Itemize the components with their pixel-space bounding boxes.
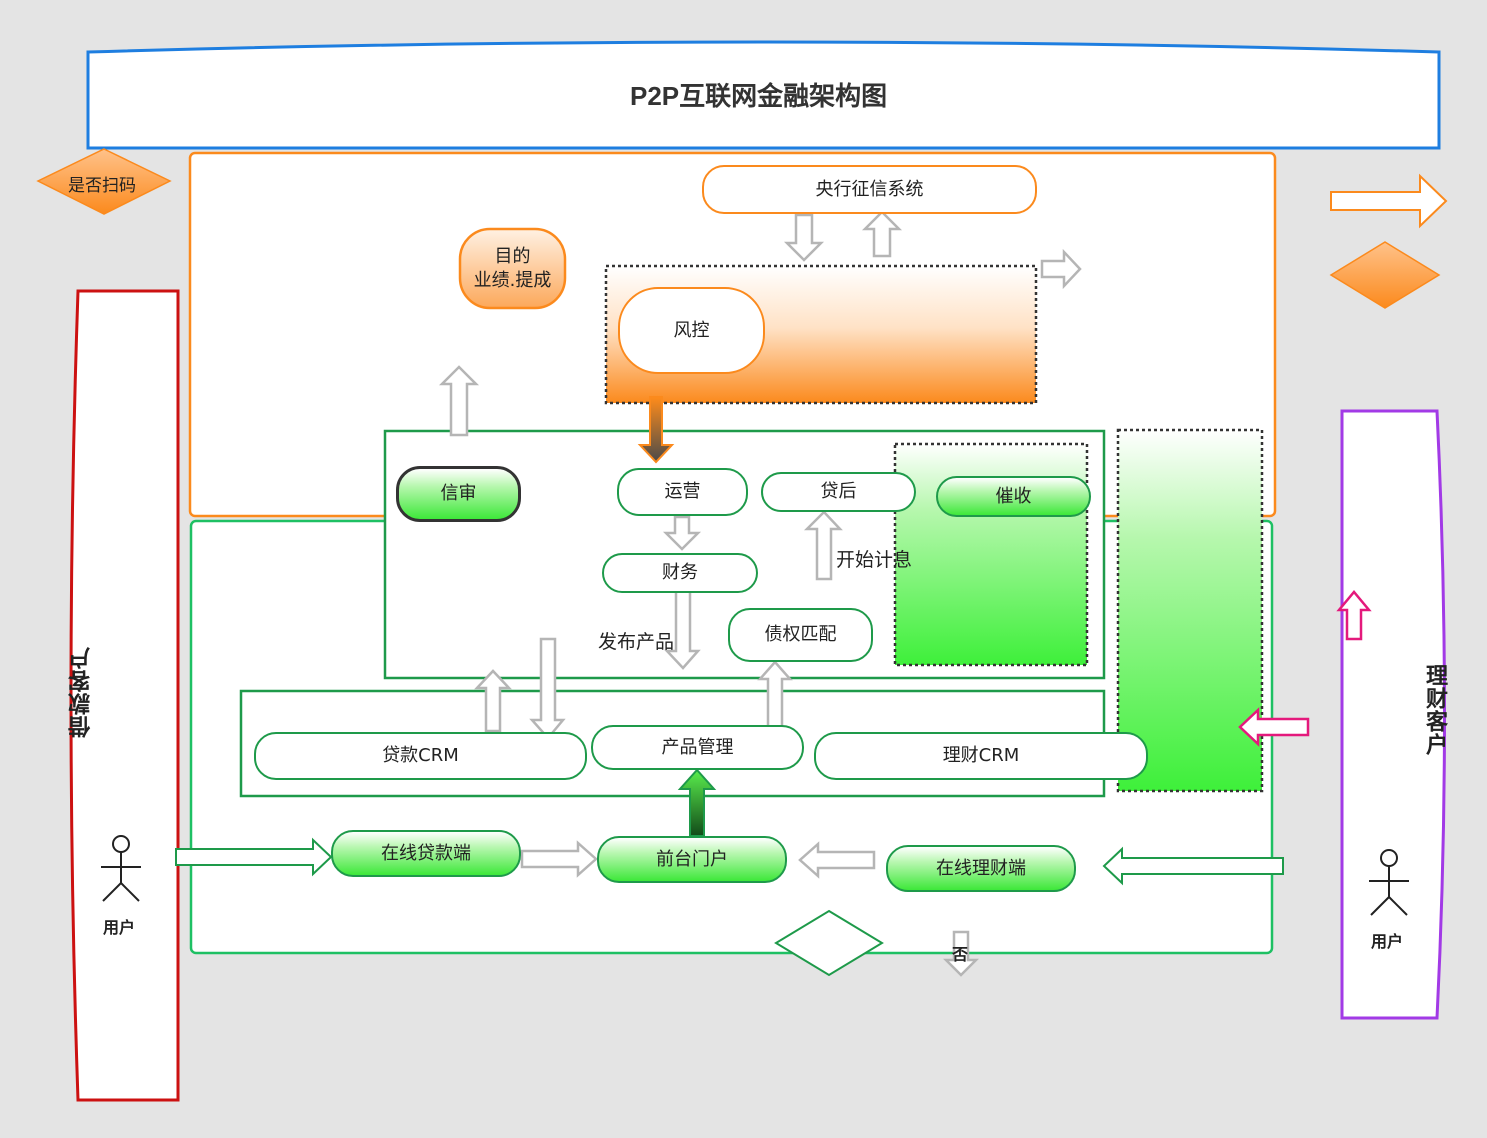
arrow-down-finance xyxy=(662,515,702,551)
credit-review-node[interactable]: 信审 xyxy=(396,466,521,522)
no-label: 否 xyxy=(952,945,969,964)
collection-node[interactable]: 催收 xyxy=(936,476,1091,517)
goal-shape xyxy=(458,227,567,310)
finance-node[interactable]: 财务 xyxy=(602,553,758,593)
user-figure-left xyxy=(101,835,141,902)
magenta-arrow-left xyxy=(1238,707,1310,747)
arrow-down-credit xyxy=(783,213,825,262)
arrow-up-loancrm xyxy=(474,669,512,733)
publish-product-label: 发布产品 xyxy=(598,631,675,653)
magenta-arrow-up xyxy=(1336,590,1372,641)
user-figure-right xyxy=(1369,849,1409,916)
risk-control-node[interactable]: 风控 xyxy=(618,287,765,374)
portal-node[interactable]: 前台门户 xyxy=(597,836,787,883)
arrow-down-publish xyxy=(664,589,701,670)
arrow-right-portal xyxy=(520,840,598,878)
arrow-down-loancrm xyxy=(529,637,566,740)
arrow-up-interest xyxy=(803,510,843,581)
user-label-right: 用户 xyxy=(1371,932,1404,951)
arrow-user-to-online-loan xyxy=(175,837,333,877)
arrow-down-no xyxy=(942,930,980,977)
start-interest-label: 开始计息 xyxy=(836,549,913,571)
gray-arrows xyxy=(438,210,1082,977)
wealth-green-container xyxy=(1116,428,1264,793)
arrow-up-credit xyxy=(861,210,903,258)
wealth-customer-label: 理财客户 xyxy=(1422,664,1447,756)
bottom-decision-diamond xyxy=(774,909,884,977)
goal-node[interactable]: 目的 业绩.提成 xyxy=(473,245,552,291)
online-wealth-node[interactable]: 在线理财端 xyxy=(886,845,1076,892)
right-orange-arrow xyxy=(1330,173,1448,229)
post-loan-node[interactable]: 贷后 xyxy=(761,472,916,512)
scan-decision-label: 是否扫码 xyxy=(68,176,136,196)
diagram-title: P2P互联网金融架构图 xyxy=(630,81,888,111)
credit-system-node[interactable]: 央行征信系统 xyxy=(702,165,1037,214)
right-decision-diamond xyxy=(1329,241,1441,309)
product-management-node[interactable]: 产品管理 xyxy=(591,725,804,770)
online-loan-node[interactable]: 在线贷款端 xyxy=(331,830,521,877)
arrow-risk-to-operations xyxy=(637,396,675,464)
operations-node[interactable]: 运营 xyxy=(617,468,748,516)
arrow-user-to-online-wealth xyxy=(1102,846,1284,886)
arrow-left-portal xyxy=(798,841,876,879)
arrow-portal-to-product xyxy=(677,768,717,837)
arrow-up-goal xyxy=(438,365,480,437)
wealth-customer-panel xyxy=(1340,409,1446,1020)
loan-customer-label: 借款客户 xyxy=(69,646,94,738)
wealth-crm-node[interactable]: 理财CRM xyxy=(814,732,1148,780)
scan-decision-diamond xyxy=(36,148,172,215)
arrow-right-risk xyxy=(1040,248,1082,290)
loan-crm-node[interactable]: 贷款CRM xyxy=(254,732,587,780)
user-label-left: 用户 xyxy=(103,918,136,937)
loan-customer-panel xyxy=(69,289,180,1102)
title-banner xyxy=(86,40,1441,150)
debt-matching-node[interactable]: 债权匹配 xyxy=(728,608,873,662)
